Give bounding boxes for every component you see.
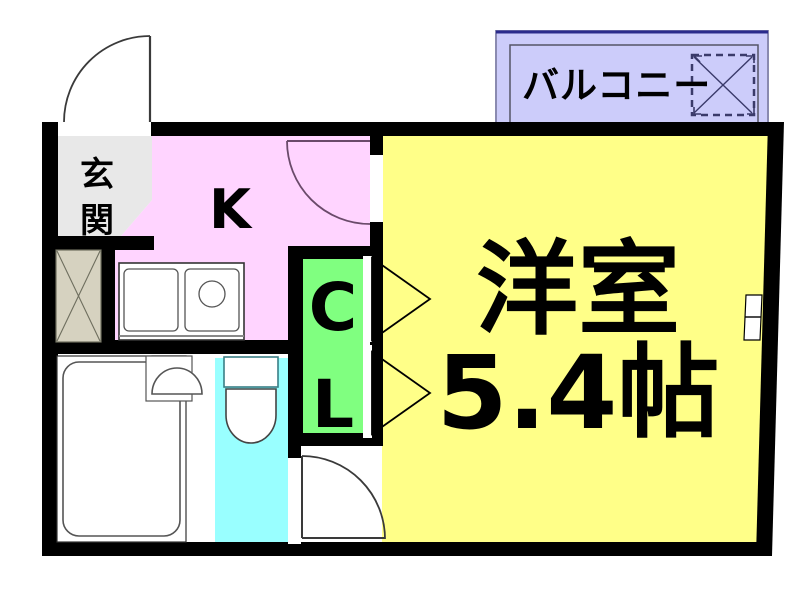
bathtub-basin: [62, 361, 181, 537]
balcony-label: バルコニー: [522, 64, 711, 107]
wash-basin-bowl: [151, 367, 203, 395]
balcony-drain-box: [690, 53, 756, 117]
main-room-label-line1: 洋室: [476, 231, 680, 350]
kitchen-sink: [118, 262, 245, 341]
closet-folding-door-lower[interactable]: [371, 350, 432, 436]
wall-closet-left: [288, 246, 303, 446]
closet-label-line1: C: [309, 269, 357, 346]
kitchen-door-arc: [286, 140, 371, 225]
balcony-area: バルコニー: [495, 30, 769, 129]
toilet: [223, 356, 279, 444]
bathroom-swing-door[interactable]: [301, 455, 386, 540]
bath-door-arc: [301, 455, 386, 540]
opening-closet-lower: [363, 345, 372, 438]
shoe-cabinet: [55, 249, 102, 343]
closet-door-upper-triangle: [371, 256, 432, 342]
wall-kitchen-room-bottom: [370, 222, 383, 254]
wall-closet-right: [370, 246, 383, 446]
opening-entrance-door: [57, 122, 152, 136]
wall-right-slanted: [756, 122, 784, 556]
wall-shoebox-right: [100, 243, 115, 348]
wash-basin: [145, 355, 203, 402]
opening-closet-upper: [363, 256, 372, 342]
wall-kitchen-room-top: [370, 133, 383, 155]
entrance-door-arc: [63, 35, 151, 123]
closet-label: C L: [309, 269, 357, 443]
walls: [42, 122, 784, 556]
entry-label: 玄 関: [80, 155, 114, 241]
wall-entry-divider: [42, 236, 154, 250]
entry-label-line1: 玄: [80, 155, 114, 195]
shoebox-x2: [56, 250, 101, 342]
main-room-fill: [382, 133, 768, 544]
balcony-drain-diag2: [693, 56, 753, 114]
sink-drainboard: [123, 268, 179, 332]
closet-fill: [303, 256, 363, 438]
kitchen-label: K: [209, 178, 253, 241]
wall-bath-top: [42, 340, 297, 354]
wall-closet-bottom: [288, 433, 383, 446]
wall-kitchen-closet: [288, 246, 383, 259]
opening-kitchen-room: [370, 155, 383, 222]
closet-folding-door-upper[interactable]: [371, 256, 432, 342]
wall-openings: [56, 122, 383, 544]
main-room-label: 洋室 5.4帖: [437, 231, 720, 453]
east-wall-window: [743, 294, 763, 341]
toilet-tank: [223, 356, 279, 388]
closet-door-lower-triangle: [371, 350, 432, 436]
entry-label-line2: 関: [80, 201, 114, 241]
entrance-swing-door[interactable]: [63, 35, 152, 123]
closet-label-line2: L: [312, 366, 354, 443]
toilet-bowl: [225, 388, 277, 444]
wall-top-right: [382, 122, 772, 136]
wall-left: [42, 122, 58, 556]
kitchen-swing-door[interactable]: [286, 140, 371, 225]
balcony-drain-arrows: [692, 55, 755, 115]
wall-bottom-right: [296, 542, 766, 556]
sink-drain-hole: [198, 280, 226, 308]
opening-bath-door: [288, 458, 301, 544]
entry-fill: [57, 133, 152, 243]
balcony-drain-icon: [690, 53, 756, 117]
main-room-label-line2: 5.4帖: [437, 334, 720, 453]
